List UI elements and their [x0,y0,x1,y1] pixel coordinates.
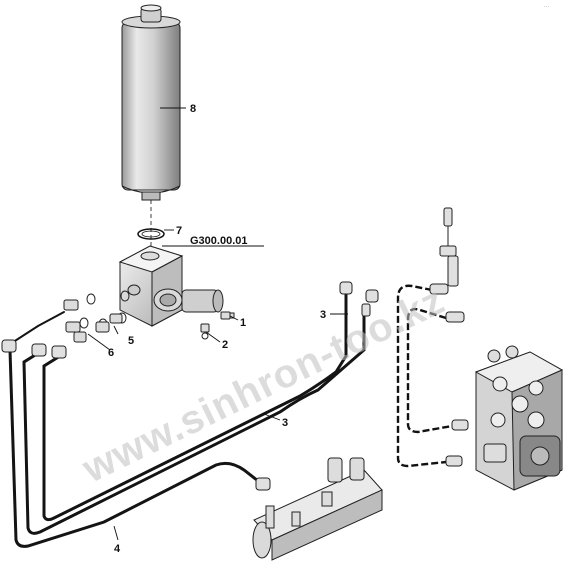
o-ring [137,228,165,240]
callout-8: 8 [190,103,196,115]
accumulator-cylinder [121,4,181,201]
callout-7: 7 [176,225,182,237]
hose-fittings [1,281,379,491]
callout-3-upper: 3 [320,309,326,321]
pilot-fittings [429,207,469,467]
pilot-lines [396,284,453,468]
callout-1: 1 [240,317,246,329]
plug-part-2 [200,323,210,340]
valve-block [118,245,224,327]
plug-part-1 [220,311,235,320]
lift-cylinder [252,457,383,561]
callout-3-lower: 3 [282,417,288,429]
leader-lines [87,107,348,541]
callout-4: 4 [114,543,121,555]
callout-5: 5 [128,335,134,347]
fittings-group [63,290,130,343]
hose-lines [3,288,366,548]
callout-2: 2 [222,339,228,351]
control-valve [474,345,564,491]
reference-code: G300.00.01 [190,235,248,247]
callout-6: 6 [108,347,114,359]
corner-mark: ⋯ [544,4,549,10]
